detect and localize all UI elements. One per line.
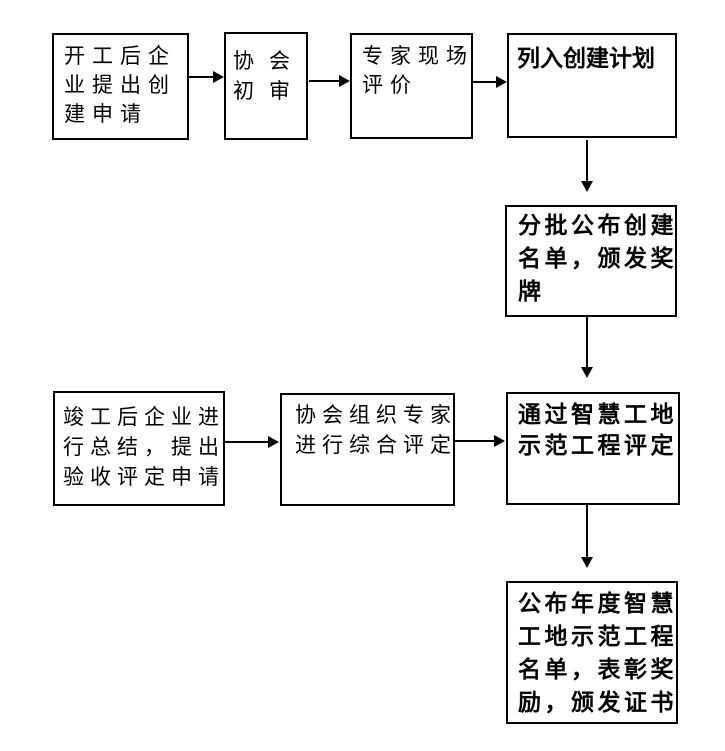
flow-node-label: 列入创建计划 xyxy=(517,45,655,71)
flow-node-label: 公布年度智慧 工地示范工程 名单，表彰奖 励，颁发证书 xyxy=(518,590,677,715)
arrow-evaluation-to-plan xyxy=(473,76,507,88)
flow-node-association-preliminary-review: 协会 初审 xyxy=(224,32,308,140)
flow-node-label: 协会 初审 xyxy=(233,49,305,103)
flow-node-label: 竣工后企业进 行总结，提出 验收评定申请 xyxy=(63,405,225,489)
flow-node-publish-creation-list-award-plaque: 分批公布创建 名单，颁发奖 牌 xyxy=(505,205,677,317)
arrow-publish-to-pass xyxy=(581,317,593,378)
flow-node-completion-summary-apply-acceptance: 竣工后企业进 行总结，提出 验收评定申请 xyxy=(53,391,225,506)
arrow-apply-to-review xyxy=(189,71,224,83)
flow-node-label: 分批公布创建 名单，颁发奖 牌 xyxy=(518,212,677,304)
arrow-summary-to-comprehensive xyxy=(225,436,279,448)
flow-node-label: 协会组织专家 进行综合评定 xyxy=(295,403,457,457)
flow-node-label: 专家现场 评价 xyxy=(362,44,474,97)
flow-node-expert-site-evaluation: 专家现场 评价 xyxy=(350,33,473,139)
arrow-comprehensive-to-pass xyxy=(455,435,505,447)
flow-node-apply-creation: 开工后企 业提出创 建申请 xyxy=(52,33,189,140)
flow-node-label: 通过智慧工地 示范工程评定 xyxy=(518,401,677,458)
arrow-pass-to-announce xyxy=(581,505,593,568)
flow-node-pass-smart-site-demo-evaluation: 通过智慧工地 示范工程评定 xyxy=(506,392,680,505)
arrow-plan-to-publish xyxy=(581,140,593,192)
flow-node-association-comprehensive-evaluation: 协会组织专家 进行综合评定 xyxy=(280,393,455,506)
flow-node-label: 开工后企 业提出创 建申请 xyxy=(64,44,176,126)
flow-node-announce-annual-list-commend-certify: 公布年度智慧 工地示范工程 名单，表彰奖 励，颁发证书 xyxy=(506,581,678,724)
flow-node-listed-in-creation-plan: 列入创建计划 xyxy=(507,33,677,138)
arrow-review-to-evaluation xyxy=(309,75,350,87)
